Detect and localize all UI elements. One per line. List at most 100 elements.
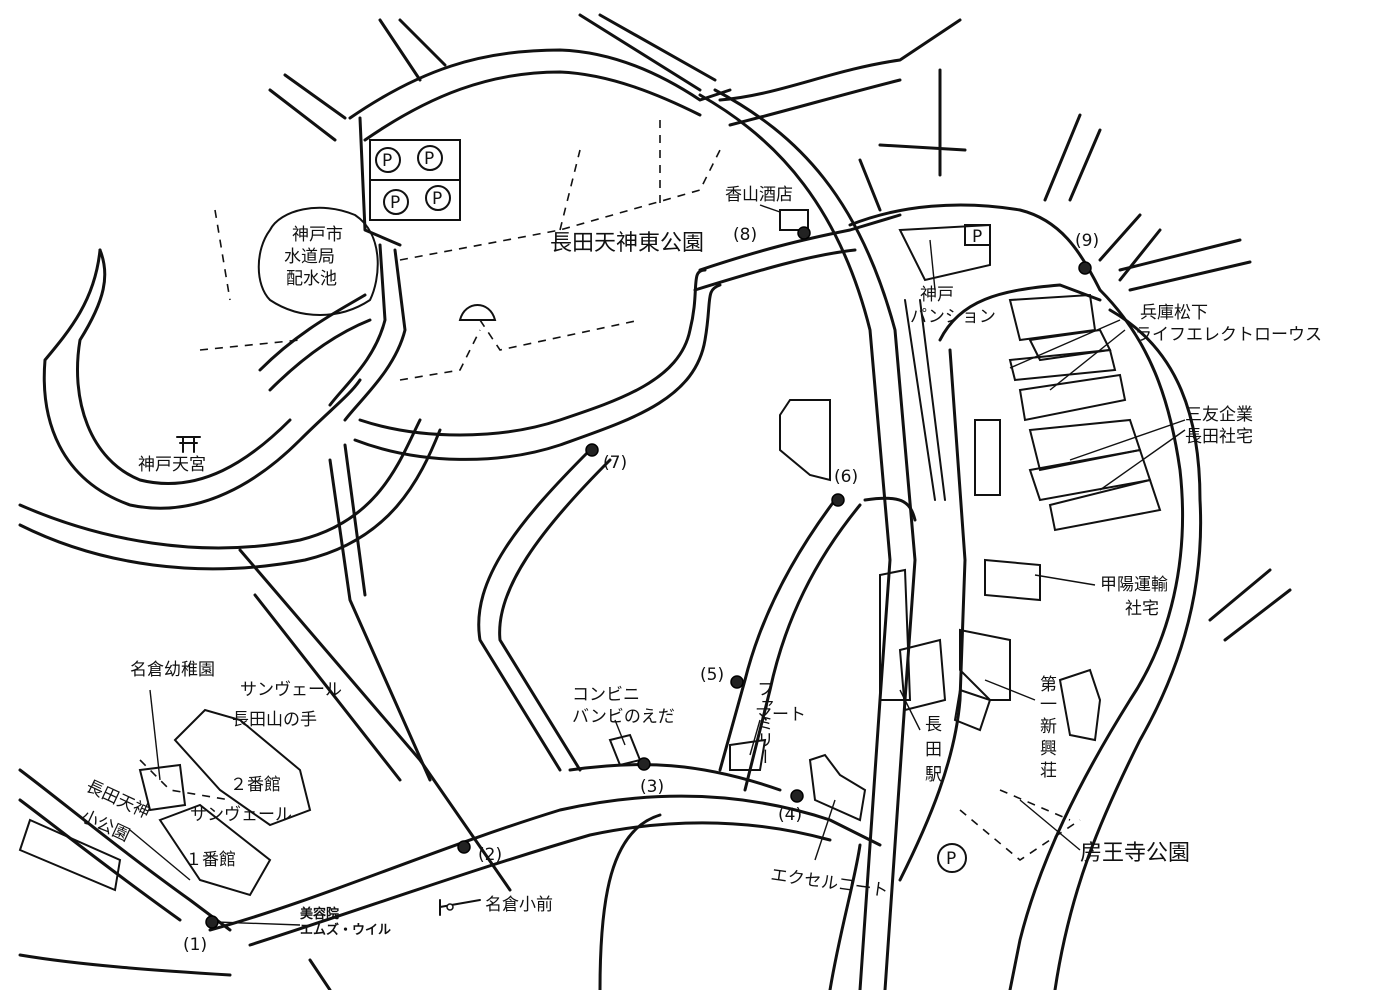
waypoint-6-dot[interactable] (831, 493, 845, 507)
road (863, 496, 917, 522)
reservoir-label-2: 水道局 (284, 247, 335, 267)
road (1053, 308, 1203, 990)
road (858, 158, 882, 212)
nagura-sho-mae-label: 名倉小前 (485, 895, 553, 915)
destination-label: 美容院 エムズ・ウイル (300, 906, 391, 938)
pension-parking (964, 224, 991, 246)
hyogo-matsushita-label-2: ライフエレクトローウス (1135, 325, 1322, 345)
road (1128, 260, 1252, 292)
sanyu-kigyo-label-2: 長田社宅 (1185, 427, 1253, 447)
parking-label: P (972, 227, 982, 247)
kobe-pension-label-2: パンション (910, 307, 996, 327)
road (308, 958, 332, 990)
road (1118, 228, 1162, 282)
dai-ichi-shinko-building (1058, 668, 1102, 742)
parking-label: P (382, 151, 392, 171)
building-blocks (18, 120, 1162, 916)
dai-ichi-shinko-label-2: 一 (1040, 695, 1057, 715)
road (358, 268, 707, 437)
destination-line-2: エムズ・ウイル (300, 922, 391, 938)
railway-embankment (919, 299, 946, 501)
road (898, 348, 967, 882)
road (328, 458, 432, 782)
road (1043, 113, 1082, 202)
nagata-station-label-2: 田 (925, 740, 942, 760)
road (353, 283, 722, 461)
bonoji-park-label: 房王寺公園 (1080, 841, 1190, 866)
waypoint-7-dot[interactable] (585, 443, 599, 457)
road (283, 73, 347, 120)
block (953, 688, 992, 732)
waypoint-3-dot[interactable] (637, 757, 651, 771)
block (779, 399, 831, 482)
road (18, 953, 232, 977)
waypoint-9-dot[interactable] (1078, 261, 1092, 275)
dai-ichi-shinko-label-1: 第 (1040, 675, 1057, 695)
family-mart-label-1: ファミリー (753, 680, 773, 765)
block (959, 628, 1011, 701)
road (328, 243, 387, 407)
sanvale-1-label-1: サンヴェール (190, 805, 292, 825)
sanvale-yamanote-label-1: サンヴェール (240, 680, 342, 700)
road (268, 88, 337, 142)
shrine-icon (176, 436, 201, 453)
parking-label: P (432, 189, 442, 209)
road (938, 283, 1102, 342)
road (253, 593, 402, 782)
matsushita-buildings (1008, 293, 1162, 532)
block (18, 818, 122, 892)
road (848, 203, 1102, 292)
convenience-label-1: コンビニ (572, 685, 640, 705)
park-boundary (139, 759, 231, 801)
waypoint-7-label: (7) (603, 453, 627, 473)
waypoint-8-label: (8) (733, 225, 757, 245)
parking-label: P (946, 849, 956, 869)
park-boundary (214, 209, 231, 301)
koyama-liquor-building (779, 209, 809, 231)
waypoint-6-label: (6) (834, 467, 858, 487)
road (578, 13, 702, 92)
road (1118, 238, 1242, 272)
park-boundary (479, 319, 641, 351)
waypoint-4-dot[interactable] (790, 789, 804, 803)
road (828, 843, 862, 990)
park-boundary (999, 789, 1071, 821)
nagata-station-label-1: 長 (925, 715, 942, 735)
waypoint-2-dot[interactable] (457, 840, 471, 854)
leader-lines (129, 204, 1186, 926)
road (568, 763, 782, 792)
road (598, 13, 717, 82)
koyo-unyu-building (984, 558, 1041, 602)
parking-label: P (424, 149, 434, 169)
road (348, 48, 732, 120)
road (878, 143, 967, 152)
sanvale-yamanote-label-3: ２番館 (230, 775, 281, 795)
waypoint-5-label: (5) (700, 665, 724, 685)
road-network (18, 13, 1292, 990)
family-mart-label-2: マート (755, 705, 806, 725)
kanbe-tenmangu-label: 神戸天宮 (138, 455, 206, 475)
reservoir-label-1: 神戸市 (292, 225, 343, 245)
road (1008, 288, 1185, 990)
road (698, 93, 892, 990)
waypoint-8-dot[interactable] (797, 226, 811, 240)
road (477, 448, 592, 772)
park-boundary (399, 329, 481, 381)
road (1223, 588, 1292, 642)
road (743, 503, 862, 792)
dai-ichi-shinko-label-5: 荘 (1040, 761, 1057, 781)
road (398, 18, 447, 67)
koyama-liquor-label: 香山酒店 (725, 185, 793, 205)
road (693, 248, 857, 292)
block (898, 638, 947, 712)
waypoint-5-dot[interactable] (730, 675, 744, 689)
nagura-kindergarten-label: 名倉幼稚園 (130, 660, 215, 680)
road (698, 213, 902, 272)
waypoint-4-label: (4) (778, 805, 802, 825)
waypoint-1-dot[interactable] (205, 915, 219, 929)
sanvale-1-building (158, 803, 272, 897)
koyo-unyu-label-1: 甲陽運輸 (1100, 575, 1168, 595)
block (879, 568, 912, 701)
kobe-pension-building (898, 223, 991, 282)
